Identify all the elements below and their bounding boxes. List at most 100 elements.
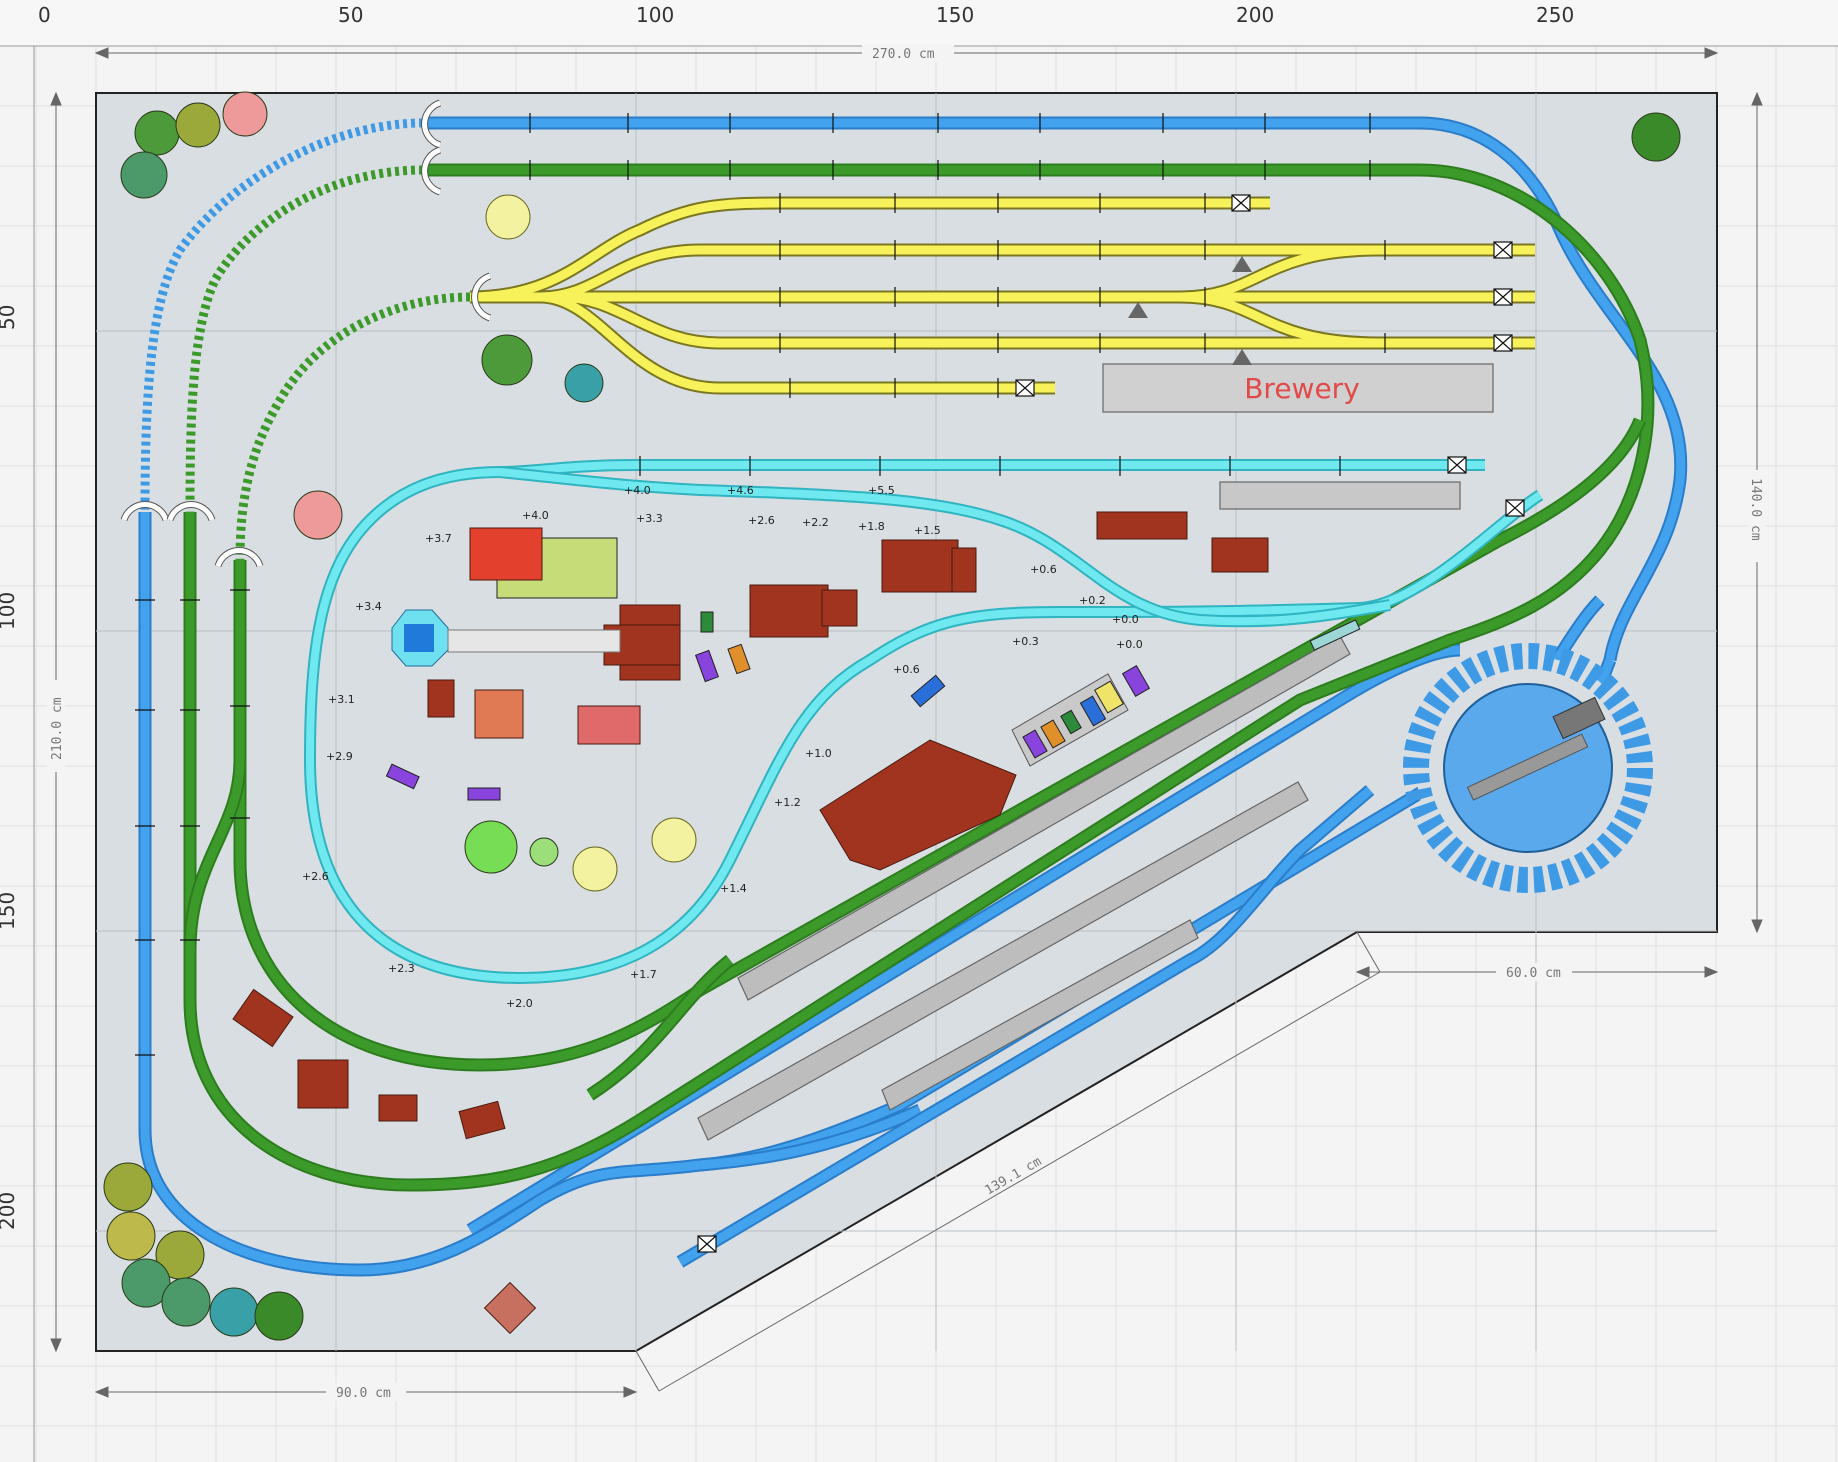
left-ruler: 50 100 150 200: [0, 46, 35, 1462]
yellow-yard-tracks[interactable]: [469, 196, 1535, 395]
signals[interactable]: [1128, 256, 1252, 365]
elev-17: +1.7: [630, 968, 657, 981]
ruler-left-50: 50: [0, 305, 19, 330]
dimension-diagonal: 139.1 cm: [983, 1154, 1045, 1198]
tree-2[interactable]: [175, 102, 221, 148]
elevation-labels: +4.0 +4.6 +5.5 +4.0 +3.3 +2.6 +2.2 +1.8 …: [302, 484, 1143, 1010]
station-platforms[interactable]: [697, 363, 1494, 1141]
cottage-1[interactable]: [232, 988, 294, 1048]
trees[interactable]: [103, 91, 1681, 1341]
elev-18: +1.4: [720, 882, 747, 895]
dimension-left-height: 210.0 cm: [50, 697, 65, 760]
cottage-2[interactable]: [297, 1059, 349, 1109]
brewery-building[interactable]: [1102, 363, 1494, 413]
car-lot-3[interactable]: [1060, 709, 1082, 735]
ruler-left-100: 100: [0, 592, 19, 630]
car-lot-4[interactable]: [1079, 695, 1107, 727]
tree-17[interactable]: [254, 1291, 304, 1341]
turntable-shed[interactable]: [1552, 696, 1606, 740]
ruler-top-100: 100: [636, 3, 674, 27]
elev-16: +2.0: [506, 997, 533, 1010]
elev-22: +0.3: [1012, 635, 1039, 648]
tree-6[interactable]: [481, 334, 533, 386]
car-lot-1[interactable]: [1022, 729, 1048, 759]
car-purple-3[interactable]: [694, 649, 720, 683]
pink-kiosk[interactable]: [483, 1281, 537, 1335]
elev-19: +1.2: [774, 796, 801, 809]
brick-house-2[interactable]: [881, 539, 959, 593]
elev-5: +3.3: [636, 512, 663, 525]
ruler-top-150: 150: [936, 3, 974, 27]
cottage-4[interactable]: [458, 1100, 506, 1140]
pink-house[interactable]: [577, 705, 641, 745]
tree-9[interactable]: [464, 820, 518, 874]
green-hidden-track-1[interactable]: [185, 165, 424, 513]
blue-hidden-track[interactable]: [140, 118, 424, 513]
green-hidden-track-2[interactable]: [235, 292, 471, 561]
warehouse-roof[interactable]: [1096, 511, 1188, 540]
elev-15: +2.3: [388, 962, 415, 975]
top-ruler: 0 50 100 150 200 250: [0, 0, 1838, 47]
tower-bridge: [447, 629, 621, 653]
track-joints: [135, 113, 1386, 1056]
vehicles[interactable]: [385, 611, 1361, 801]
tree-1[interactable]: [134, 110, 180, 156]
elev-14: +2.6: [302, 870, 329, 883]
dimension-notch: 60.0 cm: [1506, 966, 1561, 981]
elev-20: +1.0: [805, 747, 832, 760]
tree-20[interactable]: [572, 846, 618, 892]
car-green[interactable]: [700, 611, 714, 633]
tunnel-portals[interactable]: [120, 99, 492, 568]
elev-6: +2.6: [748, 514, 775, 527]
tree-8[interactable]: [293, 490, 343, 540]
car-purple-2[interactable]: [467, 787, 501, 801]
ruler-left-150: 150: [0, 892, 19, 930]
ruler-top-0: 0: [38, 3, 51, 27]
dimension-bottom: 90.0 cm: [336, 1386, 391, 1401]
long-shed[interactable]: [1219, 481, 1461, 510]
elev-10: +3.7: [425, 532, 452, 545]
tree-19[interactable]: [651, 817, 697, 863]
brick-house-1[interactable]: [749, 584, 829, 638]
engine-shed[interactable]: [819, 739, 1017, 871]
buildings[interactable]: [232, 511, 1269, 1335]
small-shed[interactable]: [427, 679, 455, 718]
elev-8: +1.8: [858, 520, 885, 533]
tree-3[interactable]: [222, 91, 268, 137]
cottage-3[interactable]: [378, 1094, 418, 1122]
elev-2: +4.6: [727, 484, 754, 497]
elev-11: +3.4: [355, 600, 382, 613]
small-house-1[interactable]: [1211, 537, 1269, 573]
car-purple-4[interactable]: [1121, 665, 1151, 697]
loco-model[interactable]: [1309, 619, 1361, 651]
elev-23: +0.0: [1116, 638, 1143, 651]
tree-18[interactable]: [485, 194, 531, 240]
elev-21: +0.6: [893, 663, 920, 676]
car-orange[interactable]: [727, 643, 751, 675]
tree-15[interactable]: [161, 1277, 211, 1327]
tree-12[interactable]: [106, 1211, 156, 1261]
brewery-label: Brewery: [1244, 372, 1360, 405]
orange-house[interactable]: [474, 689, 524, 739]
ruler-top-200: 200: [1236, 3, 1274, 27]
tree-7[interactable]: [564, 363, 604, 403]
tree-14[interactable]: [121, 1258, 171, 1308]
ruler-left-200: 200: [0, 1192, 19, 1230]
elev-26: +0.6: [1030, 563, 1057, 576]
elev-4: +4.0: [522, 509, 549, 522]
tree-11[interactable]: [103, 1162, 153, 1212]
elev-9: +1.5: [914, 524, 941, 537]
car-lot-5[interactable]: [1094, 680, 1124, 714]
tree-16[interactable]: [209, 1287, 259, 1337]
dimension-right-height: 140.0 cm: [1748, 478, 1763, 541]
turntable[interactable]: [1403, 643, 1653, 893]
car-lot-2[interactable]: [1040, 719, 1066, 749]
tree-5[interactable]: [1631, 112, 1681, 162]
car-blue-truck[interactable]: [910, 674, 946, 708]
elev-7: +2.2: [802, 516, 829, 529]
tree-4[interactable]: [120, 151, 168, 199]
car-purple-1[interactable]: [385, 763, 420, 790]
tree-10[interactable]: [529, 837, 559, 867]
buffer-stops[interactable]: [697, 194, 1525, 1253]
